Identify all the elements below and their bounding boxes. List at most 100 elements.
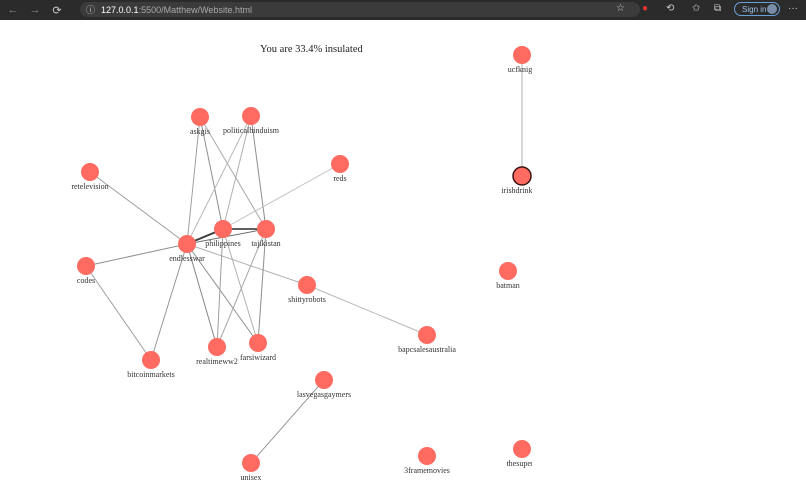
- node-label: unisex: [241, 473, 262, 482]
- node-circle[interactable]: [142, 351, 160, 369]
- link-philippines-realtimeww2: [216, 228, 224, 348]
- link-politicalhinduism-philippines: [222, 115, 252, 230]
- links-group: [85, 55, 523, 464]
- favorites-icon[interactable]: ✩: [692, 3, 701, 14]
- node-label: endlesswar: [169, 254, 205, 263]
- node-label: politicalhinduism: [223, 126, 280, 135]
- browser-toolbar: ← → ⟳ ⓘ 127.0.0.1 :5500/Matthew/Website.…: [0, 0, 806, 20]
- link-reds-philippines: [222, 163, 341, 230]
- node-label: askgis: [190, 127, 210, 136]
- node-circle[interactable]: [249, 334, 267, 352]
- link-askgis-philippines: [199, 116, 224, 230]
- node-label: tajikistan: [251, 239, 280, 248]
- node-circle[interactable]: [214, 220, 232, 238]
- link-tajikistan-farsiwizard: [257, 228, 267, 344]
- link-retelevision-endlesswar: [89, 171, 188, 245]
- node-shittyrobots[interactable]: shittyrobots: [288, 276, 326, 304]
- link-askgis-tajikistan: [199, 116, 267, 230]
- node-codes[interactable]: codes: [77, 257, 95, 285]
- url-host: 127.0.0.1: [101, 4, 139, 15]
- node-tajikistan[interactable]: tajikistan: [251, 220, 281, 248]
- node-askgis[interactable]: askgis: [190, 108, 210, 136]
- link-politicalhinduism-tajikistan: [250, 115, 267, 230]
- node-label: realtimeww2: [196, 357, 238, 366]
- node-label: bapcsalesaustralia: [398, 345, 456, 354]
- node-circle[interactable]: [242, 454, 260, 472]
- node-bapcsalesaustralia[interactable]: bapcsalesaustralia: [398, 326, 456, 354]
- favorite-add-icon[interactable]: ☆: [616, 3, 625, 14]
- link-askgis-endlesswar: [186, 116, 201, 245]
- node-label: irishdrinking: [501, 186, 532, 195]
- extensions-icon[interactable]: ⟲: [666, 3, 675, 14]
- address-bar[interactable]: ⓘ 127.0.0.1 :5500/Matthew/Website.html: [80, 2, 640, 17]
- node-label: codes: [77, 276, 95, 285]
- node-label: reds: [333, 174, 346, 183]
- forward-icon[interactable]: →: [29, 4, 41, 16]
- link-tajikistan-realtimeww2: [216, 228, 267, 348]
- link-codes-endlesswar: [85, 243, 188, 267]
- sign-in-label: Sign in: [742, 4, 767, 14]
- link-philippines-farsiwizard: [222, 228, 259, 344]
- node-circle[interactable]: [191, 108, 209, 126]
- link-endlesswar-shittyrobots: [186, 243, 308, 286]
- node-circle[interactable]: [499, 262, 517, 280]
- url-path: :5500/Matthew/Website.html: [138, 4, 252, 15]
- node-retelevision[interactable]: retelevision: [71, 163, 109, 191]
- node-label: lasvegasgaymers: [297, 390, 351, 399]
- site-info-icon[interactable]: ⓘ: [86, 5, 96, 15]
- more-menu-button[interactable]: ···: [788, 3, 798, 14]
- refresh-icon[interactable]: ⟳: [52, 4, 62, 17]
- back-icon[interactable]: ←: [7, 4, 19, 16]
- node-label: philippines: [205, 239, 241, 248]
- node-thesuperb[interactable]: thesuperb: [506, 440, 532, 468]
- node-label: batman: [496, 281, 520, 290]
- link-endlesswar-bitcoinmarkets: [150, 243, 188, 361]
- node-circle[interactable]: [178, 235, 196, 253]
- node-3framemovies[interactable]: 3framemovies: [404, 447, 450, 475]
- node-philippines[interactable]: philippines: [205, 220, 241, 248]
- node-batman[interactable]: batman: [496, 262, 520, 290]
- sign-in-button[interactable]: Sign in: [734, 2, 780, 16]
- node-irishdrinking[interactable]: irishdrinking: [501, 166, 532, 195]
- node-circle[interactable]: [315, 371, 333, 389]
- node-circle[interactable]: [513, 46, 531, 64]
- node-circle[interactable]: [208, 338, 226, 356]
- node-circle[interactable]: [257, 220, 275, 238]
- node-reds[interactable]: reds: [331, 155, 349, 183]
- node-politicalhinduism[interactable]: politicalhinduism: [223, 107, 280, 135]
- node-label: bitcoinmarkets: [127, 370, 175, 379]
- node-circle[interactable]: [242, 107, 260, 125]
- node-circle[interactable]: [81, 163, 99, 181]
- link-endlesswar-farsiwizard: [186, 243, 259, 344]
- insulation-text: You are 33.4% insulated: [260, 44, 363, 55]
- node-circle[interactable]: [418, 447, 436, 465]
- page-content: You are 33.4% insulated askgis politicalh…: [0, 20, 806, 499]
- extension-icon[interactable]: ●: [642, 3, 649, 14]
- link-politicalhinduism-endlesswar: [186, 115, 252, 245]
- node-label: ucfknigh: [508, 65, 532, 74]
- node-realtimeww2[interactable]: realtimeww2: [196, 338, 238, 366]
- node-ucfknigh[interactable]: ucfknigh: [508, 46, 532, 74]
- link-codes-bitcoinmarkets: [85, 265, 152, 361]
- node-circle[interactable]: [77, 257, 95, 275]
- node-circle[interactable]: [298, 276, 316, 294]
- network-graph: askgis politicalhinduism retelevision reds p…: [71, 46, 532, 482]
- avatar: [767, 4, 777, 14]
- node-label: farsiwizard: [240, 353, 276, 362]
- node-label: 3framemovies: [404, 466, 450, 475]
- node-unisex[interactable]: unisex: [241, 454, 262, 482]
- link-endlesswar-realtimeww2: [186, 243, 218, 348]
- node-lasvegasgaymers[interactable]: lasvegasgaymers: [297, 371, 351, 399]
- collections-icon[interactable]: ⧉: [714, 3, 722, 14]
- node-circle[interactable]: [418, 326, 436, 344]
- nodes-group: askgis politicalhinduism retelevision reds p…: [71, 46, 532, 482]
- node-circle[interactable]: [331, 155, 349, 173]
- node-label: shittyrobots: [288, 295, 326, 304]
- node-bitcoinmarkets[interactable]: bitcoinmarkets: [127, 351, 175, 379]
- node-endlesswar[interactable]: endlesswar: [169, 235, 205, 263]
- node-farsiwizard[interactable]: farsiwizard: [240, 334, 276, 362]
- node-label: retelevision: [71, 182, 108, 191]
- node-circle[interactable]: [512, 166, 532, 186]
- node-circle[interactable]: [513, 440, 531, 458]
- link-shittyrobots-bapcsalesaustralia: [306, 284, 428, 336]
